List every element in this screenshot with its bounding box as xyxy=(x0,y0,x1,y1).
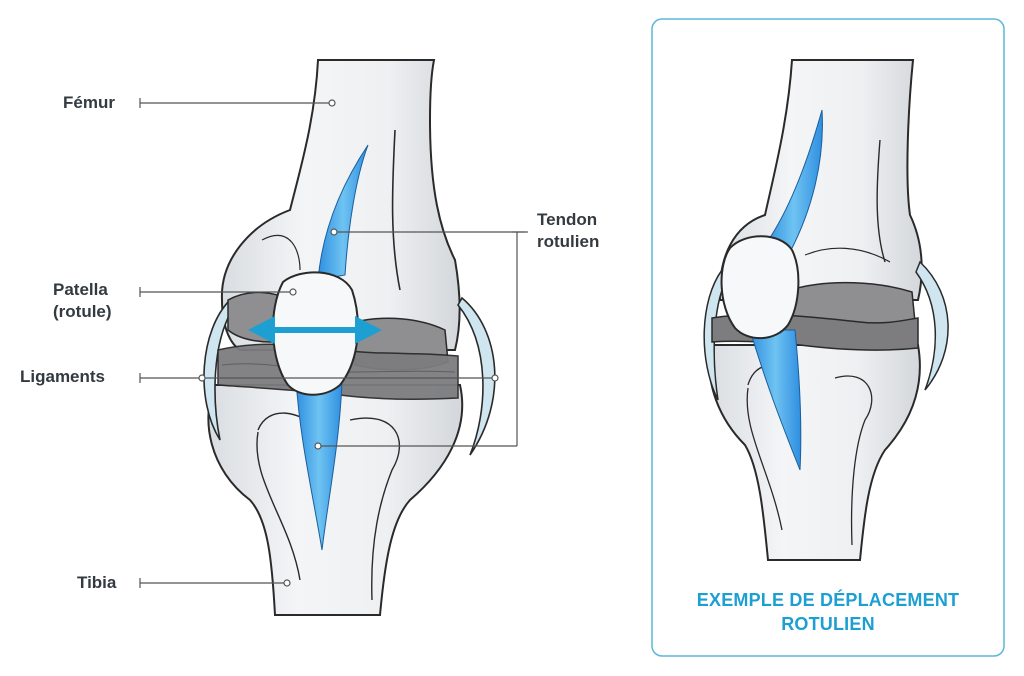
ligament-right xyxy=(457,296,496,456)
label-patella-line1: Patella xyxy=(53,280,108,299)
label-tendon-line2: rotulien xyxy=(537,232,600,251)
label-patella-line2: (rotule) xyxy=(53,302,112,321)
label-tendon: Tendon rotulien xyxy=(537,209,599,253)
label-femur: Fémur xyxy=(63,93,115,112)
label-patella: Patella (rotule) xyxy=(53,279,112,323)
panel-caption: EXEMPLE DE DÉPLACEMENT ROTULIEN xyxy=(652,588,1004,636)
label-ligaments: Ligaments xyxy=(20,367,106,386)
patella-displaced xyxy=(720,235,800,340)
patella xyxy=(271,271,359,396)
right-knee xyxy=(703,59,949,561)
leader-lines xyxy=(139,98,528,588)
caption-line1: EXEMPLE DE DÉPLACEMENT xyxy=(696,590,960,610)
displacement-arrow xyxy=(248,316,382,344)
tendon-lower xyxy=(295,379,343,551)
ligament-left xyxy=(203,298,233,441)
label-tendon-line1: Tendon xyxy=(537,210,598,229)
label-tibia: Tibia xyxy=(77,573,117,592)
caption-line2: ROTULIEN xyxy=(781,614,875,634)
left-knee xyxy=(203,59,496,616)
